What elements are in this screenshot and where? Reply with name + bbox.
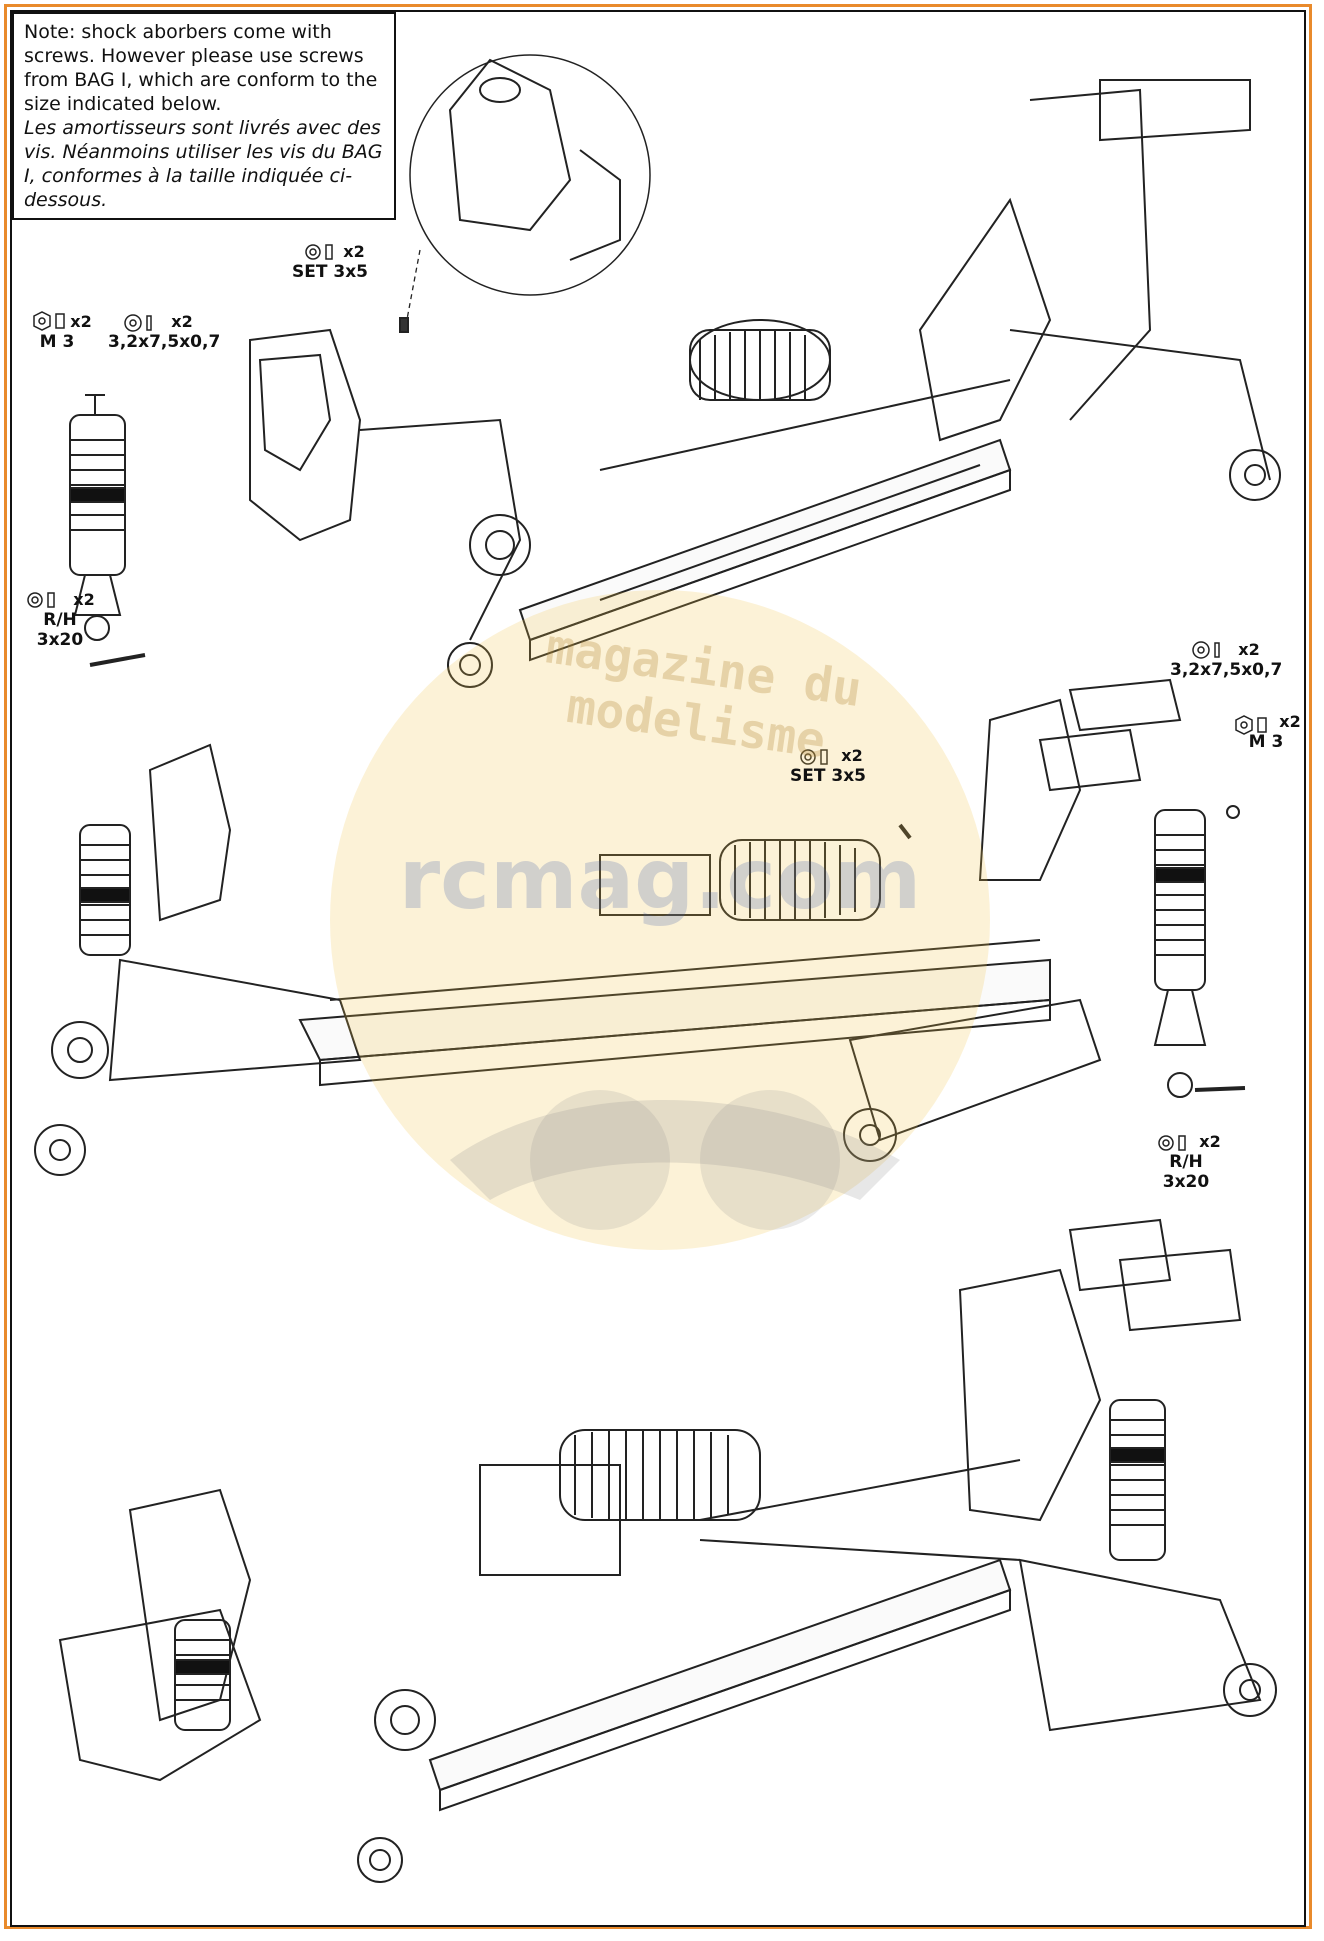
note-box: Note: shock aborbers come with screws. H…: [12, 12, 396, 220]
inner-frame: [10, 10, 1306, 1927]
part-m3-top: x2 M 3: [22, 312, 92, 352]
watermark-brand-text: rcmag.com: [398, 830, 922, 928]
note-english: Note: shock aborbers come with screws. H…: [24, 21, 378, 115]
part-name: SET 3x5: [292, 262, 368, 282]
part-name: SET 3x5: [790, 766, 866, 786]
part-qty: x2: [1199, 1132, 1221, 1151]
part-qty: x2: [1238, 640, 1260, 659]
part-qty: x2: [1279, 712, 1301, 731]
part-name: M 3: [39, 332, 75, 352]
part-qty: x2: [841, 746, 863, 765]
part-name: 3,2x7,5x0,7: [1170, 660, 1283, 680]
part-name: R/H 3x20: [36, 610, 84, 650]
hardware-icons: [27, 244, 1267, 1151]
part-set-3x5-middle: x2 SET 3x5: [788, 746, 868, 786]
middle-chassis-drawing: [34, 678, 1246, 1176]
part-qty: x2: [70, 312, 92, 331]
part-name: R/H 3x20: [1162, 1152, 1210, 1192]
part-rh-3x20-middle: x2 R/H 3x20: [1146, 1132, 1226, 1192]
part-m3-middle: x2 M 3: [1226, 712, 1306, 752]
part-qty: x2: [73, 590, 95, 609]
part-rh-3x20-top: x2 R/H 3x20: [20, 590, 100, 650]
part-washer-top: x2 3,2x7,5x0,7: [108, 312, 221, 352]
part-name: 3,2x7,5x0,7: [108, 332, 221, 352]
part-washer-middle: x2 3,2x7,5x0,7: [1170, 640, 1283, 680]
part-name: M 3: [1248, 732, 1284, 752]
part-qty: x2: [343, 242, 365, 261]
note-french: Les amortisseurs sont livrés avec des vi…: [24, 117, 383, 211]
part-qty: x2: [171, 312, 193, 331]
top-chassis-drawing: [69, 54, 1281, 688]
part-set-3x5-top: x2 SET 3x5: [290, 242, 370, 282]
bottom-chassis-drawing: [58, 1218, 1277, 1883]
page-frame: [4, 4, 1312, 1929]
